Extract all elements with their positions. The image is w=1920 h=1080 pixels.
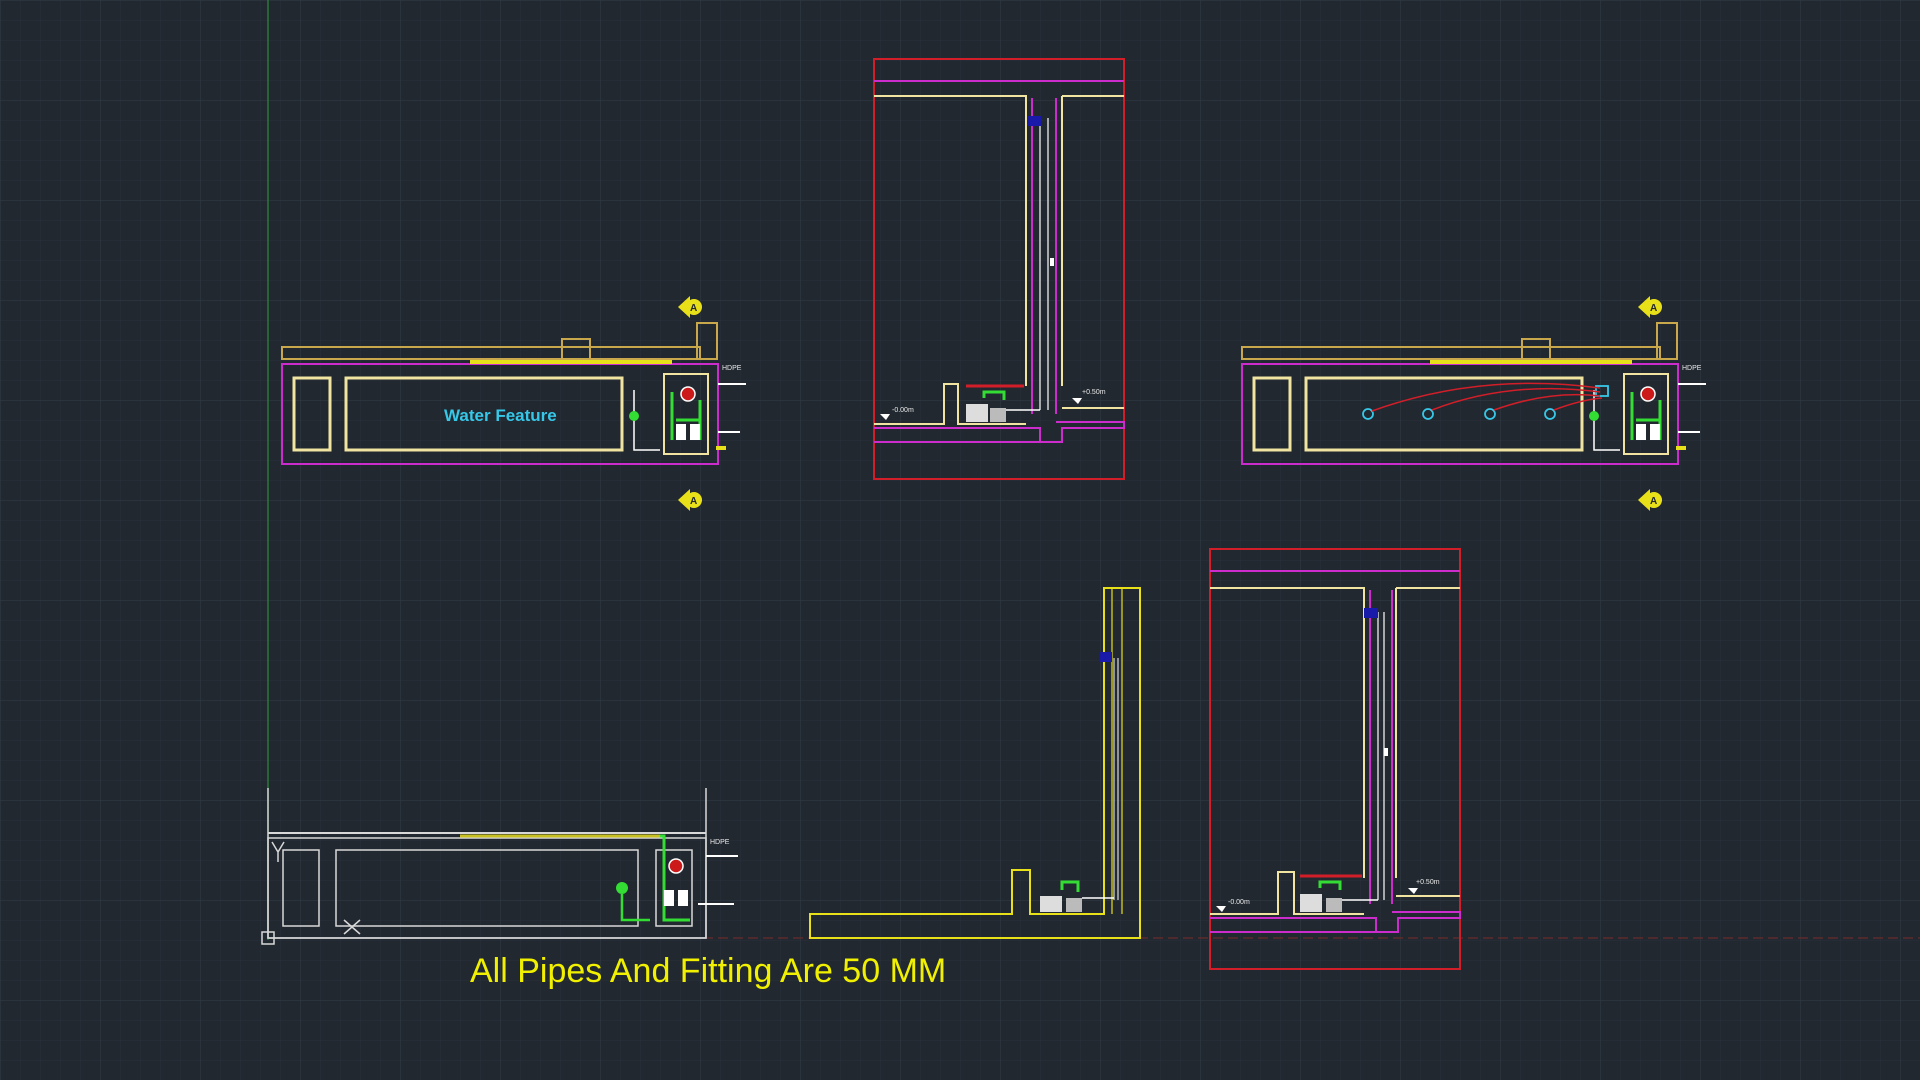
section-view-bottom-right: [1209, 548, 1461, 970]
pipe-size-note: All Pipes And Fitting Are 50 MM: [470, 952, 947, 990]
section-marker-top-2: A: [1638, 296, 1662, 318]
plan-view-water-feature: [281, 322, 746, 465]
section-view-bottom-yellow: [809, 587, 1141, 939]
plan-view-lighting: [1241, 322, 1706, 465]
level-high-top: +0.50m: [1082, 389, 1106, 396]
section-marker-label: A: [1650, 496, 1657, 507]
level-low-bottom: -0.00m: [1228, 899, 1250, 906]
hdpe-tag-plan3: HDPE: [710, 839, 730, 846]
section-marker-bottom-2: A: [1638, 489, 1662, 511]
section-marker-label: A: [1650, 303, 1657, 314]
plan-view-bottom: [261, 788, 738, 945]
section-view-top: [873, 58, 1125, 480]
level-high-bottom: +0.50m: [1416, 879, 1440, 886]
hdpe-tag-plan1: HDPE: [722, 365, 742, 372]
section-marker-label: A: [690, 496, 697, 507]
hdpe-tag-plan2: HDPE: [1682, 365, 1702, 372]
level-low-top: -0.00m: [892, 407, 914, 414]
section-marker-label: A: [690, 303, 697, 314]
section-marker-top-1: A: [678, 296, 702, 318]
section-marker-bottom-1: A: [678, 489, 702, 511]
water-feature-label: Water Feature: [444, 406, 557, 425]
